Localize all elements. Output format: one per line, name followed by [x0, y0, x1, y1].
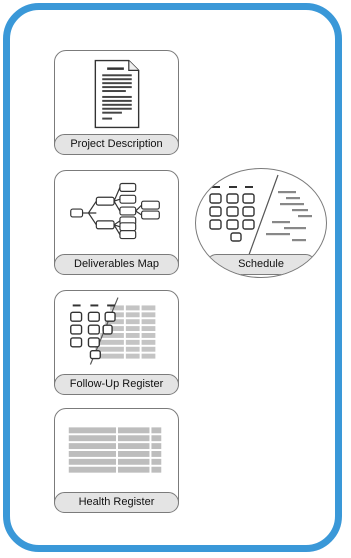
project-description-label: Project Description — [54, 134, 179, 155]
schedule-icon — [209, 174, 312, 264]
schedule-card[interactable]: Schedule — [195, 168, 327, 278]
deliverables-map-label: Deliverables Map — [54, 254, 179, 275]
schedule-label: Schedule — [206, 254, 316, 275]
follow-up-register-label: Follow-Up Register — [54, 374, 179, 395]
document-icon — [94, 59, 140, 129]
deliverables-map-card[interactable]: Deliverables Map — [54, 170, 179, 275]
project-description-card[interactable]: Project Description — [54, 50, 179, 155]
table-icon — [68, 427, 162, 473]
follow-up-register-card[interactable]: Follow-Up Register — [54, 290, 179, 395]
health-register-label: Health Register — [54, 492, 179, 513]
health-register-card[interactable]: Health Register — [54, 408, 179, 513]
tree-diagram-icon — [70, 182, 160, 240]
follow-up-board-icon — [70, 297, 156, 365]
